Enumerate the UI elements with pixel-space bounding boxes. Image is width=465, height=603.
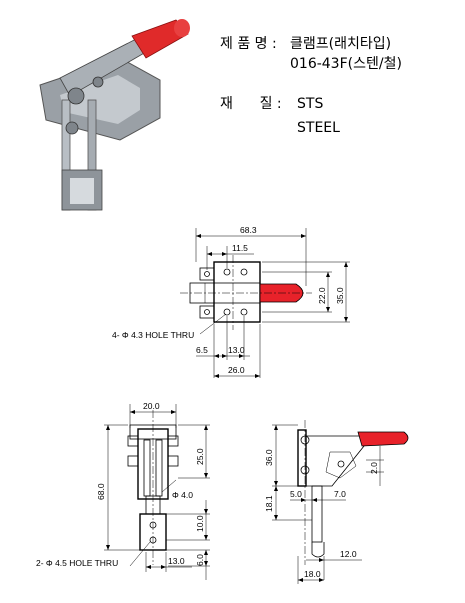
front-view: 20.0 68.0 25.0 Φ 4.0 10.0 6.0 13.0 2- Φ …	[36, 401, 210, 580]
product-model: 016-43F(스텐/철)	[290, 56, 402, 72]
dim-2-0: 2.0	[369, 462, 379, 474]
dim-18-0: 18.0	[304, 569, 321, 579]
dim-5-0: 5.0	[290, 489, 302, 499]
top-view: 68.3 11.5 22.0 35.0 4- Φ 4.3 HOLE THRU 6…	[112, 225, 350, 378]
dim-10-0: 10.0	[195, 515, 205, 532]
material-value-steel: STEEL	[297, 120, 340, 136]
dim-6-0: 6.0	[195, 554, 205, 566]
dim-22-0: 22.0	[317, 287, 327, 304]
product-name-value: 클램프(래치타입)	[290, 36, 392, 52]
dim-13-0: 13.0	[228, 345, 245, 355]
side-view: 36.0 18.1 2.0 5.0 7.0 12.0 18.0	[264, 420, 409, 584]
dim-18-1: 18.1	[264, 495, 274, 512]
dim-25-0: 25.0	[195, 448, 205, 465]
material-value-sts: STS	[297, 96, 324, 112]
material-label: 재 질 :	[220, 96, 282, 112]
dim-phi-4-0: Φ 4.0	[172, 490, 193, 500]
dim-68-0: 68.0	[96, 483, 106, 500]
dim-11-5: 11.5	[232, 243, 248, 253]
dim-35-0: 35.0	[335, 287, 345, 304]
dim-20-0: 20.0	[143, 401, 160, 411]
dim-68-3: 68.3	[240, 225, 257, 235]
front-hole-note: 2- Φ 4.5 HOLE THRU	[36, 558, 118, 568]
top-hole-note: 4- Φ 4.3 HOLE THRU	[112, 330, 194, 340]
dim-36-0: 36.0	[264, 449, 274, 466]
product-name-label: 제 품 명 :	[220, 36, 277, 52]
dim-26-0: 26.0	[228, 365, 245, 375]
dim-12-0: 12.0	[340, 549, 357, 559]
dim-7-0: 7.0	[334, 489, 346, 499]
dim-13-0-front: 13.0	[168, 556, 185, 566]
dim-6-5: 6.5	[196, 345, 208, 355]
